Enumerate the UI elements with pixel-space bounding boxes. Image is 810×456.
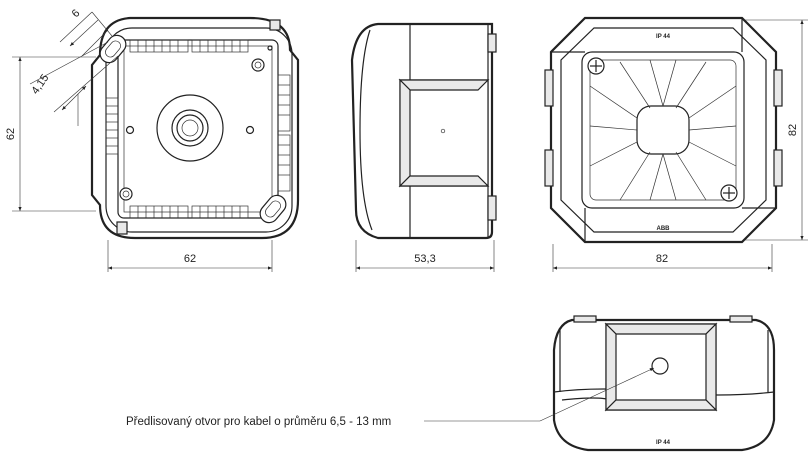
corner-slot-bottom-right — [259, 194, 287, 224]
dimension-top-width: 62 — [107, 240, 273, 272]
cable-note: Předlisovaný otvor pro kabel o průměru 6… — [126, 416, 391, 428]
lid-ribs — [589, 59, 737, 201]
centre-knockout — [156, 94, 224, 162]
brand-logo-label: ABB — [657, 226, 671, 232]
dimension-label: 62 — [184, 253, 196, 265]
screw-boss-icon — [119, 187, 133, 201]
dimension-label: 6 — [70, 7, 83, 20]
dimension-label: 82 — [787, 124, 799, 136]
dimension-front-height: 82 — [744, 19, 808, 241]
ip-rating-label: IP 44 — [656, 34, 671, 40]
dimension-top-height: 62 — [5, 56, 96, 212]
dimension-label: 82 — [656, 253, 668, 265]
side-view: 53,3 — [350, 22, 497, 272]
screw-icon — [720, 184, 738, 202]
dimension-label: 53,3 — [414, 253, 435, 265]
screw-icon — [587, 57, 605, 75]
dimension-side-depth: 53,3 — [355, 240, 495, 272]
top-view: 62 62 6 4,15 — [5, 7, 300, 272]
front-view: IP 44 ABB 82 82 — [544, 16, 808, 272]
dimension-front-width: 82 — [552, 244, 773, 272]
dimension-label: 62 — [5, 128, 17, 140]
ip-rating-label: IP 44 — [656, 440, 671, 446]
bottom-side-view: IP 44 Předlisovaný otvor pro kabel o prů… — [126, 315, 776, 452]
dimension-label: 4,15 — [29, 72, 51, 96]
cable-knockout-icon — [651, 357, 669, 375]
screw-boss-icon — [251, 58, 265, 72]
